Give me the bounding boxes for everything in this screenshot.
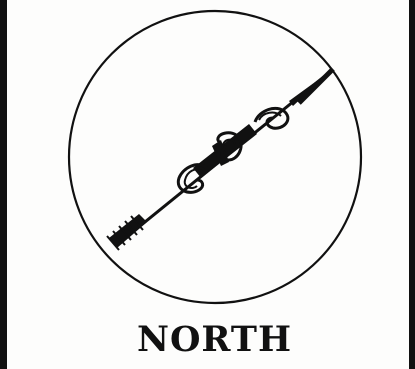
card-caption: NORTH	[7, 320, 415, 360]
emblem	[7, 0, 415, 369]
arrow-with-knotted-rope-icon	[107, 69, 333, 250]
arrow-fletching	[107, 214, 147, 250]
